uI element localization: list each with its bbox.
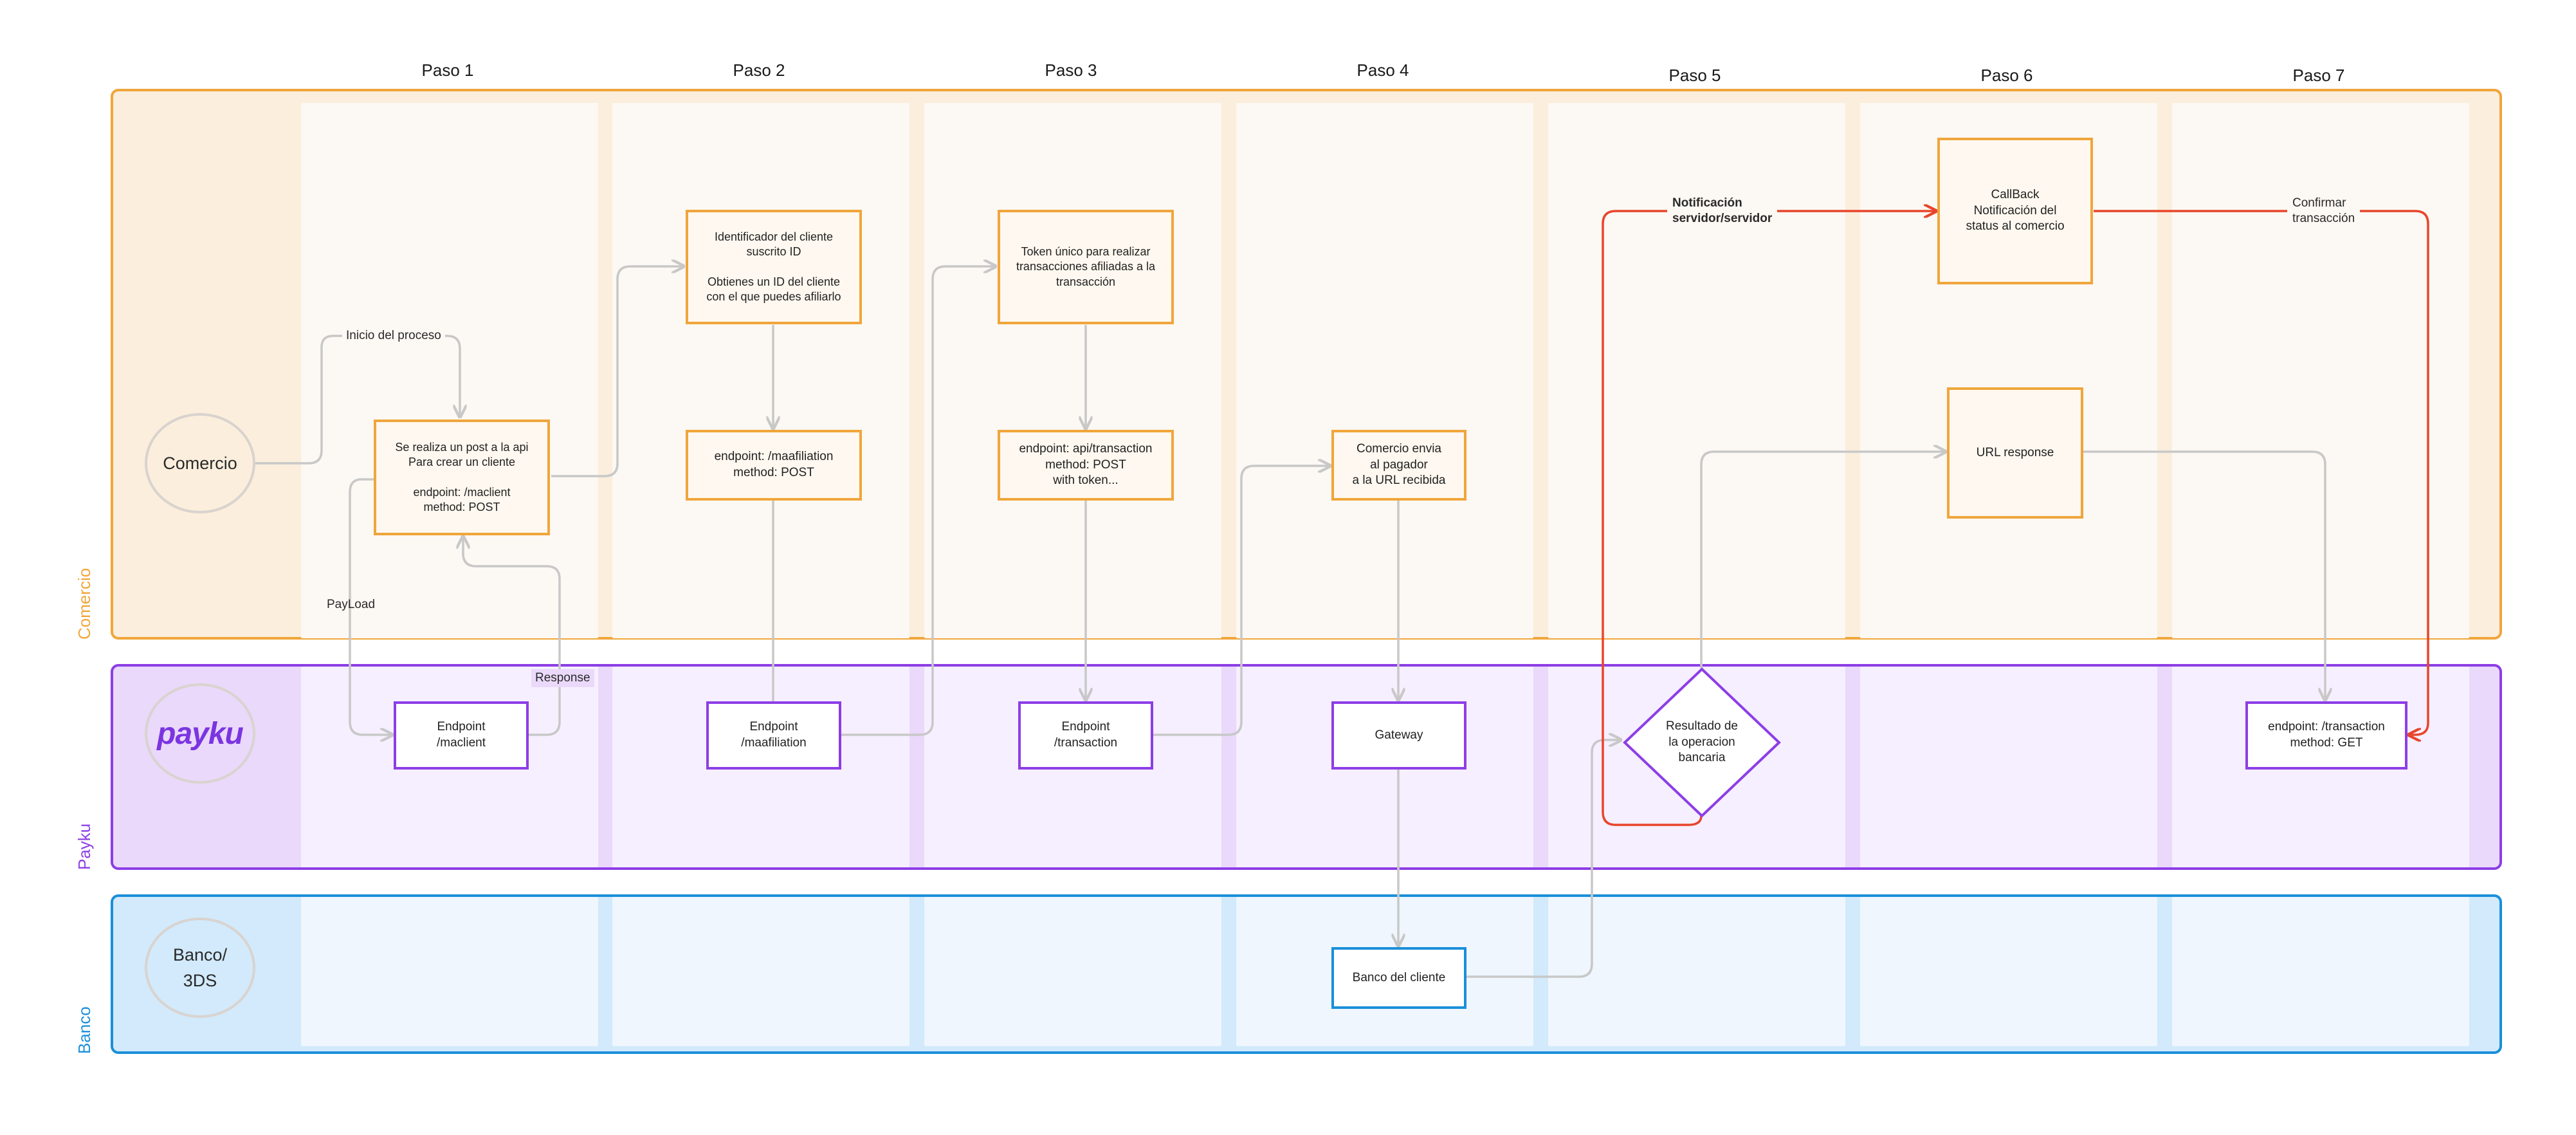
box-token: Token único para realizar transacciones …: [998, 210, 1174, 324]
arrow-response: [463, 537, 561, 736]
actor-payku-logo: payku: [145, 683, 255, 784]
box-endpoint-transaction: Endpoint /transaction: [1018, 701, 1153, 770]
arrow-url-to-get: [2081, 450, 2325, 700]
label-response: Response: [531, 669, 594, 687]
column-paso-6: [1860, 667, 2157, 867]
box-url-response: URL response: [1947, 387, 2083, 519]
column-paso-3: [924, 897, 1221, 1046]
column-paso-2: [612, 897, 909, 1046]
arrow-banco-to-resultado: [1466, 740, 1621, 978]
diamond-shape: [1623, 667, 1781, 818]
actor-banco: Banco/ 3DS: [145, 918, 255, 1018]
box-gateway: Gateway: [1331, 701, 1466, 770]
step-header-1: Paso 1: [421, 60, 474, 80]
column-paso-4: [1236, 103, 1533, 638]
arrow-notificacion: [1602, 211, 1936, 826]
arrow-to-token: [841, 266, 996, 736]
column-paso-1: [301, 897, 598, 1046]
box-client-id: Identificador del cliente suscrito ID Ob…: [686, 210, 862, 324]
decision-resultado-text: Resultado de la operacion bancaria: [1666, 719, 1738, 765]
arrow-payload: [349, 478, 392, 735]
step-header-5: Paso 5: [1668, 66, 1721, 85]
box-callback: CallBack Notificación del status al come…: [1937, 138, 2093, 284]
step-header-4: Paso 4: [1357, 60, 1409, 80]
decision-resultado: Resultado de la operacion bancaria: [1623, 667, 1781, 818]
box-maafiliation-method: endpoint: /maafiliation method: POST: [686, 430, 862, 501]
column-paso-5: [1548, 897, 1845, 1046]
column-paso-6: [1860, 897, 2157, 1046]
lane-comercio: [111, 89, 2502, 640]
arrow-post-to-clientid: [551, 266, 684, 477]
box-get-transaction: endpoint: /transaction method: GET: [2245, 701, 2407, 770]
step-header-7: Paso 7: [2292, 66, 2345, 85]
step-header-6: Paso 6: [1980, 66, 2033, 85]
box-endpoint-maclient: Endpoint /maclient: [394, 701, 529, 770]
column-paso-7: [2172, 103, 2469, 638]
arrow-confirmar: [2094, 210, 2429, 735]
box-endpoint-maafiliation: Endpoint /maafiliation: [706, 701, 841, 770]
actor-comercio: Comercio: [145, 413, 255, 513]
label-inicio: Inicio del proceso: [342, 327, 445, 345]
step-header-2: Paso 2: [733, 60, 785, 80]
box-banco-cliente: Banco del cliente: [1331, 947, 1466, 1009]
column-paso-2: [612, 103, 909, 638]
label-notificacion: Notificación servidor/servidor: [1667, 194, 1778, 228]
column-paso-7: [2172, 897, 2469, 1046]
arrow-resultado-to-url: [1700, 452, 1946, 669]
arrow-inicio: [255, 335, 460, 465]
column-paso-3: [924, 103, 1221, 638]
box-comercio-envia: Comercio envia al pagador a la URL recib…: [1331, 430, 1466, 501]
step-header-3: Paso 3: [1045, 60, 1097, 80]
lane-banco: [111, 894, 2502, 1054]
column-paso-5: [1548, 103, 1845, 638]
label-confirmar: Confirmar transacción: [2287, 194, 2361, 228]
label-payload: PayLoad: [327, 598, 376, 611]
arrow-to-comercio-envia: [1153, 466, 1330, 736]
payku-logo-text: payku: [157, 716, 244, 751]
box-transaction-method: endpoint: api/transaction method: POST w…: [998, 430, 1174, 501]
box-post-api: Se realiza un post a la api Para crear u…: [374, 420, 550, 535]
